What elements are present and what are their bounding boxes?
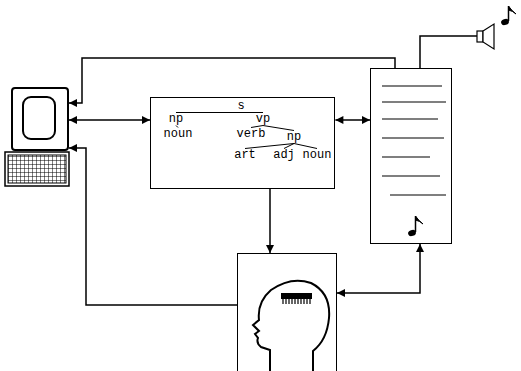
speaker-cone bbox=[483, 24, 494, 49]
text-line bbox=[382, 101, 446, 102]
speaker-icon bbox=[420, 24, 494, 68]
tree-branch bbox=[245, 144, 294, 149]
parse-tree-box: snpvpnounverbnpartadjnoun bbox=[150, 97, 335, 189]
note-flag bbox=[509, 6, 517, 14]
tree-branch bbox=[176, 112, 241, 113]
speaker-wire bbox=[420, 36, 477, 68]
head-box bbox=[237, 253, 337, 371]
tree-label: verb bbox=[237, 128, 266, 140]
document-page bbox=[382, 86, 446, 195]
document-box bbox=[370, 68, 452, 244]
speaker-body bbox=[477, 31, 483, 42]
monitor-body bbox=[12, 88, 68, 150]
music-note bbox=[500, 6, 516, 26]
tree-label: adj bbox=[273, 149, 295, 161]
tree-branch bbox=[284, 144, 294, 149]
connector-arrow bbox=[269, 189, 271, 253]
text-line bbox=[382, 137, 444, 138]
text-line bbox=[382, 118, 438, 119]
tree-label: art bbox=[234, 149, 256, 161]
computer-icon bbox=[5, 88, 69, 186]
tree-label: noun bbox=[164, 128, 193, 140]
note-flag bbox=[416, 216, 424, 224]
brain-keys bbox=[283, 299, 310, 304]
music-note bbox=[407, 216, 423, 237]
head-profile bbox=[253, 281, 329, 371]
keyboard-keys bbox=[8, 155, 66, 183]
connector-arrow bbox=[337, 244, 420, 293]
text-line bbox=[382, 156, 430, 157]
monitor-screen bbox=[23, 97, 55, 139]
tree-label: noun bbox=[303, 149, 332, 161]
tree-label: vp bbox=[256, 113, 270, 125]
tree-label: np bbox=[287, 131, 301, 143]
tree-label: np bbox=[169, 113, 183, 125]
computer-box bbox=[4, 85, 69, 189]
text-line bbox=[382, 85, 442, 86]
connector-arrow bbox=[335, 119, 370, 121]
tree-branch bbox=[263, 126, 294, 131]
connector-arrow bbox=[69, 119, 150, 121]
keyboard-frame bbox=[5, 152, 69, 186]
head-icon bbox=[253, 281, 329, 371]
connector-arrow bbox=[69, 148, 237, 305]
tree-label: s bbox=[237, 100, 244, 112]
text-line bbox=[390, 194, 446, 195]
text-line bbox=[382, 175, 440, 176]
tree-branch bbox=[294, 144, 317, 149]
brain-keyboard bbox=[281, 293, 312, 299]
